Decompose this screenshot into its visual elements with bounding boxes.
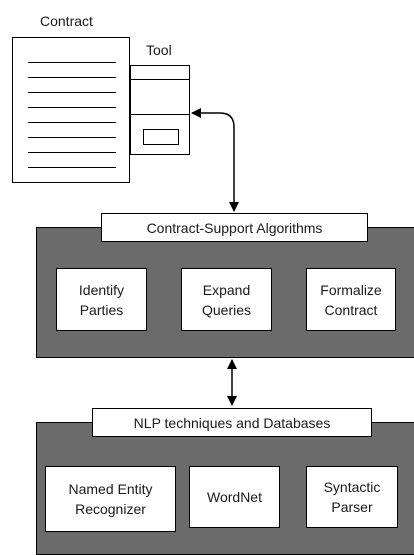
- nlp-header: NLP techniques and Databases: [92, 408, 372, 437]
- contract-text-line: [28, 92, 116, 93]
- wordnet-node: WordNet: [189, 466, 280, 528]
- contract-text-line: [28, 62, 116, 63]
- tool-label: Tool: [146, 42, 172, 58]
- algorithms-header: Contract-Support Algorithms: [101, 213, 368, 242]
- contract-text-line: [28, 122, 116, 123]
- contract-text-line: [28, 77, 116, 78]
- contract-label: Contract: [40, 13, 93, 29]
- contract-text-line: [28, 107, 116, 108]
- tool-input-field: [143, 129, 179, 145]
- contract-document: [12, 37, 130, 183]
- tool-to-algorithms-arrow: [191, 108, 239, 212]
- formalize-contract-node: Formalize Contract: [306, 268, 396, 331]
- syntactic-parser-node: Syntactic Parser: [306, 466, 398, 528]
- contract-text-line: [28, 167, 116, 168]
- named-entity-recognizer-node: Named Entity Recognizer: [45, 466, 176, 532]
- tool-window-divider-lower: [130, 114, 190, 115]
- identify-parties-node: Identify Parties: [56, 268, 147, 331]
- expand-queries-node: Expand Queries: [181, 268, 272, 331]
- tool-window-divider: [130, 79, 190, 80]
- contract-text-line: [28, 152, 116, 153]
- contract-text-line: [28, 137, 116, 138]
